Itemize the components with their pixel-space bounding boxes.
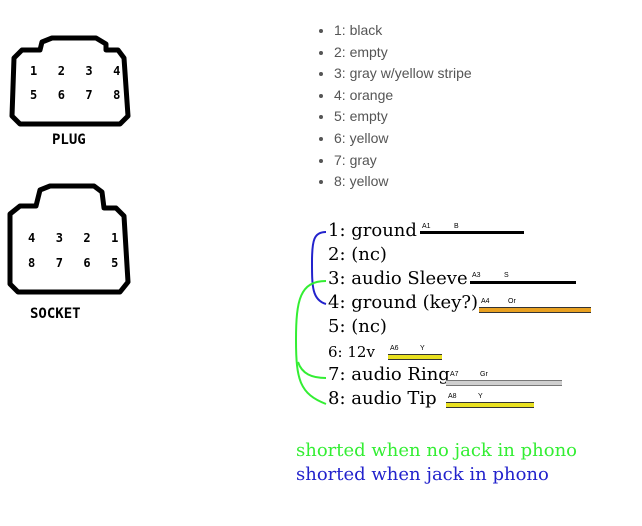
list-item: 5: empty (334, 106, 472, 128)
legend-green: shorted when no jack in phono (296, 440, 577, 461)
wire-tag-a: A3 (472, 272, 481, 279)
socket-pin-label: 5 (111, 256, 121, 270)
socket-outline (7, 183, 131, 295)
list-item: 3: gray w/yellow stripe (334, 63, 472, 85)
socket-pins-row1: 4 3 2 1 (28, 231, 120, 245)
plug-pin-label: 6 (57, 88, 67, 102)
plug-pin-label: 7 (85, 88, 95, 102)
pin-row-7: 7: audio Ring (328, 364, 450, 385)
plug-pin-label: 4 (113, 64, 123, 78)
wire-tag-b: Y (478, 393, 483, 400)
wire-swatch-yellow (388, 354, 442, 360)
wire-tag-a: A7 (450, 371, 459, 378)
pin-row-1: 1: ground (328, 220, 417, 241)
pin-row-3: 3: audio Sleeve (328, 268, 468, 289)
list-item: 2: empty (334, 42, 472, 64)
socket-pin-label: 1 (111, 231, 121, 245)
plug-outline (9, 35, 131, 127)
wire-swatch-black (420, 231, 524, 234)
list-item: 1: black (334, 20, 472, 42)
wire-swatch-gray (446, 380, 562, 386)
socket-pin-label: 8 (28, 256, 38, 270)
pin-row-6: 6: 12v (328, 343, 375, 361)
socket-pin-label: 6 (83, 256, 93, 270)
pin-row-2: 2: (nc) (328, 244, 387, 265)
plug-pin-label: 5 (30, 88, 40, 102)
socket-pin-label: 7 (55, 256, 65, 270)
list-item: 7: gray (334, 150, 472, 172)
wire-tag-b: Gr (480, 371, 488, 378)
wire-tag-b: Or (508, 298, 516, 305)
wire-tag-a: A8 (448, 393, 457, 400)
pin-row-4: 4: ground (key?) (328, 292, 479, 313)
plug-pin-label: 1 (30, 64, 40, 78)
list-item: 6: yellow (334, 128, 472, 150)
wire-color-list: 1: black 2: empty 3: gray w/yellow strip… (316, 20, 472, 193)
blue-short-bracket (310, 231, 327, 305)
wire-swatch-orange (479, 307, 591, 313)
plug-pins-row1: 1 2 3 4 (30, 64, 122, 78)
legend-blue: shorted when jack in phono (296, 464, 549, 485)
socket-pin-label: 3 (55, 231, 65, 245)
pin-row-5: 5: (nc) (328, 316, 387, 337)
wire-tag-b: B (454, 223, 459, 230)
plug-pin-label: 3 (85, 64, 95, 78)
socket-pin-label: 4 (28, 231, 38, 245)
socket-pins-row2: 8 7 6 5 (28, 256, 120, 270)
wire-swatch-black (470, 281, 576, 284)
wire-tag-a: A4 (481, 298, 490, 305)
plug-pin-label: 8 (113, 88, 123, 102)
plug-caption: PLUG (52, 132, 86, 148)
socket-caption: SOCKET (30, 306, 81, 322)
green-short-bracket (294, 280, 327, 405)
socket-pin-label: 2 (83, 231, 93, 245)
wire-tag-a: A6 (390, 345, 399, 352)
list-item: 8: yellow (334, 171, 472, 193)
wire-tag-b: Y (420, 345, 425, 352)
list-item: 4: orange (334, 85, 472, 107)
wire-tag-b: S (504, 272, 509, 279)
wire-tag-a: A1 (422, 223, 431, 230)
pin-row-8: 8: audio Tip (328, 388, 437, 409)
green-short-branch (297, 361, 327, 379)
plug-pin-label: 2 (57, 64, 67, 78)
wire-swatch-yellow (446, 402, 534, 408)
plug-pins-row2: 5 6 7 8 (30, 88, 122, 102)
